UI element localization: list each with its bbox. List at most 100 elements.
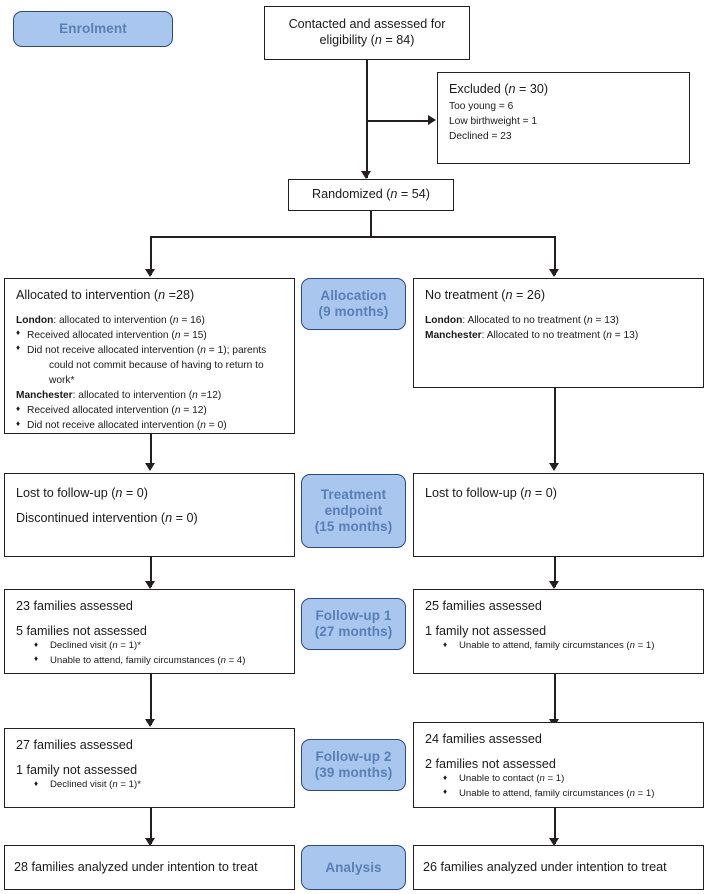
treatment-left-line1-post: = 0): [122, 486, 148, 500]
box-no-treatment: No treatment (n = 26) London: Allocated …: [413, 278, 704, 388]
stage-label-enrolment: Enrolment: [13, 11, 173, 47]
fu1-left-items: Declined visit (n = 1)* Unable to attend…: [16, 639, 283, 667]
fu2-right-item2-pre: Unable to attend, family circumstances (: [459, 787, 630, 799]
box-followup2-right: 24 families assessed 2 families not asse…: [413, 722, 704, 808]
alloc-left-london-n: n: [172, 314, 179, 326]
excluded-heading-post: = 30): [515, 82, 549, 96]
alloc-left-london-item1-n: n: [174, 329, 181, 341]
randomized-n: n: [390, 187, 398, 202]
arrow-split-left: [145, 269, 155, 277]
fu2-left-item1-n: n: [112, 779, 118, 791]
alloc-left-london-item2-pre: Did not receive allocated intervention (: [27, 344, 201, 356]
box-assessed-for-eligibility: Contacted and assessed for eligibility (…: [264, 6, 470, 60]
alloc-left-manchester-post: =12): [197, 390, 222, 402]
fu1-left-item1-n: n: [112, 640, 118, 652]
list-item: Unable to attend, family circumstances (…: [425, 786, 692, 801]
alloc-left-site-london: London: [16, 314, 54, 326]
fu1-left-item2-pre: Unable to attend, family circumstances (: [50, 654, 221, 666]
alloc-left-london-item2-n: n: [200, 344, 206, 356]
alloc-left-manchester-item2-post: = 0): [205, 420, 227, 432]
alloc-right-london-n: n: [586, 314, 593, 326]
fu2-right-item2-post: = 1): [634, 787, 655, 799]
alloc-left-heading-pre: Allocated to intervention (: [16, 288, 159, 302]
alloc-right-london-pre: : Allocated to no treatment (: [462, 314, 587, 326]
alloc-left-manchester-item1-pre: Received allocated intervention (: [27, 405, 175, 417]
fu2-left-not-assessed: 1 family not assessed: [16, 762, 138, 777]
excluded-heading-pre: Excluded (: [449, 82, 509, 96]
box-followup1-right: 25 families assessed 1 family not assess…: [413, 589, 704, 674]
alloc-right-london-post: = 13): [592, 314, 619, 326]
treatment-right-line1: Lost to follow-up (n = 0): [425, 486, 692, 502]
connector-split-horizontal: [150, 236, 556, 238]
box-excluded: Excluded (n = 30) Too young = 6 Low birt…: [437, 72, 690, 164]
treatment-left-line2: Discontinued intervention (n = 0): [16, 511, 283, 527]
alloc-left-manchester-pre: : allocated to intervention (: [72, 390, 193, 402]
alloc-left-london-item2-post: = 1); parents: [205, 344, 267, 356]
alloc-left-group-london-title: London: allocated to intervention (n = 1…: [16, 313, 283, 328]
box-followup2-left: 27 families assessed 1 family not assess…: [4, 728, 295, 808]
randomized-post: = 54): [397, 187, 430, 202]
stage-label-fu1-line2: (27 months): [314, 624, 393, 639]
stage-label-fu2-line1: Follow-up 2: [315, 749, 392, 765]
alloc-left-group-manchester-title: Manchester: allocated to intervention (n…: [16, 388, 283, 403]
alloc-left-london-item1-post: = 15): [180, 329, 207, 341]
alloc-right-manchester-post: = 13): [611, 329, 639, 341]
fu1-right-item1-n: n: [629, 640, 635, 652]
stage-label-allocation-line1: Allocation: [320, 288, 387, 304]
box-followup1-left: 23 families assessed 5 families not asse…: [4, 589, 295, 674]
alloc-right-site-manchester: Manchester: [425, 329, 482, 341]
fu1-left-item2-n: n: [220, 654, 226, 666]
connector-left-alloc-to-treatment: [150, 434, 152, 466]
alloc-left-manchester-n: n: [192, 390, 198, 402]
fu1-left-item1-pre: Declined visit (: [50, 640, 113, 652]
alloc-left-london-pre: : allocated to intervention (: [53, 314, 173, 326]
alloc-left-heading-n: n: [158, 288, 166, 302]
alloc-left-manchester-item1-n: n: [174, 405, 181, 417]
fu1-right-item1-post: = 1): [634, 640, 655, 652]
alloc-right-heading-pre: No treatment (: [425, 288, 506, 302]
arrow-right-treatment-to-fu1: [549, 581, 559, 589]
alloc-right-manchester-n: n: [606, 329, 612, 341]
alloc-right-line-london: London: Allocated to no treatment (n = 1…: [425, 313, 692, 328]
fu1-right-item1-pre: Unable to attend, family circumstances (: [459, 640, 630, 652]
arrow-to-excluded: [428, 115, 436, 125]
stage-label-followup1: Follow-up 1 (27 months): [301, 598, 406, 650]
stage-label-followup2: Follow-up 2 (39 months): [301, 739, 406, 791]
stage-label-allocation-line2: (9 months): [318, 304, 389, 319]
stage-label-treatment-endpoint: Treatment endpoint (15 months): [301, 474, 406, 548]
alloc-right-site-london: London: [425, 314, 463, 326]
connector-split-right: [554, 236, 556, 275]
assessed-n-label: n: [374, 33, 382, 47]
connector-left-treatment-to-fu1: [150, 557, 152, 587]
fu1-left-item1-post: = 1)*: [117, 640, 141, 652]
treatment-right-line1-pre: Lost to follow-up (: [425, 486, 525, 500]
fu2-left-item1-pre: Declined visit (: [50, 779, 113, 791]
analysis-left-text: 28 families analyzed under intention to …: [14, 859, 258, 874]
connector-randomized-down: [370, 211, 372, 237]
fu2-left-assessed: 27 families assessed: [16, 738, 133, 752]
connector-right-alloc-to-treatment: [554, 388, 556, 466]
box-randomized: Randomized (n = 54): [288, 179, 454, 211]
fu2-right-item2-n: n: [629, 787, 635, 799]
box-treatment-endpoint-right: Lost to follow-up (n = 0): [413, 473, 704, 557]
stage-label-analysis: Analysis: [301, 845, 406, 890]
stage-label-treatment-line2: endpoint: [324, 503, 383, 519]
list-item: Declined visit (n = 1)*: [16, 778, 283, 792]
list-item: Unable to attend, family circumstances (…: [425, 639, 692, 653]
excluded-heading-n: n: [508, 82, 516, 96]
connector-right-treatment-to-fu1: [554, 557, 556, 587]
box-analysis-left: 28 families analyzed under intention to …: [4, 845, 295, 890]
treatment-left-line2-pre: Discontinued intervention (: [16, 510, 166, 525]
list-item: Unable to attend, family circumstances (…: [16, 653, 283, 668]
fu2-left-item1-post: = 1)*: [117, 779, 141, 791]
stage-label-treatment-line1: Treatment: [320, 487, 387, 503]
fu1-left-not-assessed: 5 families not assessed: [16, 623, 147, 638]
arrow-right-alloc-to-treatment: [549, 463, 559, 471]
stage-label-fu2-line2: (39 months): [314, 765, 393, 780]
alloc-right-heading-n: n: [505, 288, 513, 302]
fu2-left-items: Declined visit (n = 1)*: [16, 778, 283, 792]
arrow-left-alloc-to-treatment: [145, 463, 155, 471]
alloc-right-manchester-pre: : Allocated to no treatment (: [481, 329, 607, 341]
treatment-left-line1-pre: Lost to follow-up (: [16, 486, 116, 500]
